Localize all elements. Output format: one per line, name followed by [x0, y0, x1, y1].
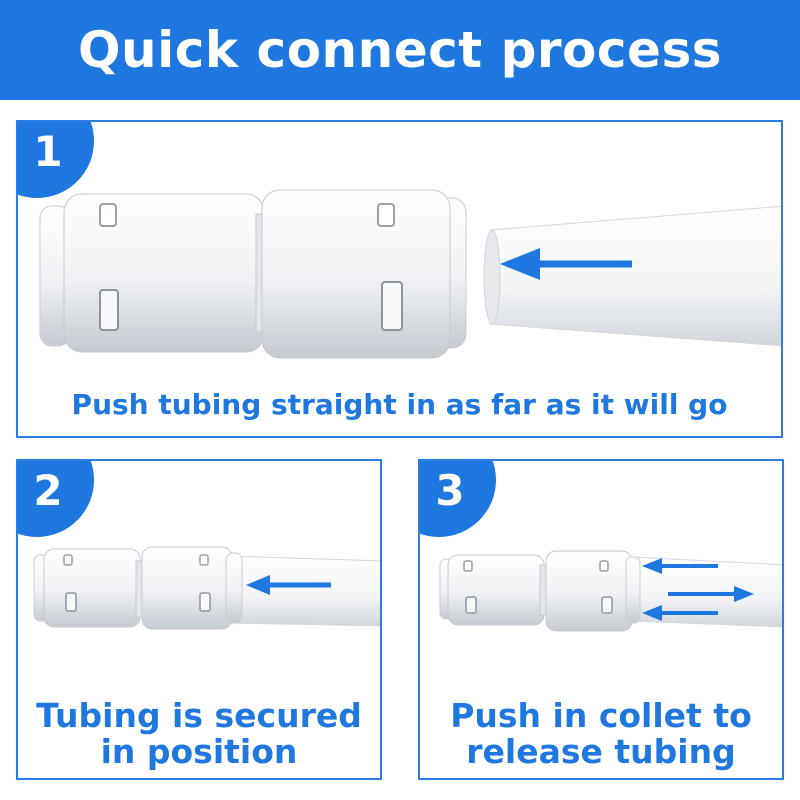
slot [381, 281, 403, 331]
step-2-number: 2 [33, 466, 63, 515]
slot [199, 592, 211, 612]
step-3-caption-line-1: Push in collet to [450, 696, 752, 735]
fitting-right-body [141, 546, 233, 630]
slot [465, 596, 477, 614]
page-title: Quick connect process [78, 21, 722, 79]
step-2-caption-line-2: in position [100, 732, 298, 771]
right-collet [225, 552, 243, 624]
release-arrow-head [734, 586, 754, 602]
fitting-right-body [261, 189, 451, 359]
slot [63, 554, 73, 566]
collet-push-arrow-top-head [642, 558, 662, 574]
step-2-caption: Tubing is secured in position [18, 698, 380, 770]
step-3-illustration [439, 550, 782, 632]
slot [377, 203, 395, 227]
step-1-panel: 1 Push tubing straight in as far as it w… [16, 120, 783, 438]
tubing-end [483, 229, 501, 325]
push-arrow-head [246, 575, 270, 595]
fitting-left-body [43, 548, 141, 628]
slot [65, 592, 77, 612]
fitting-left-body [63, 193, 265, 353]
slot [463, 560, 473, 572]
tubing [227, 555, 380, 627]
step-2-illustration [33, 546, 380, 630]
step-2-caption-line-1: Tubing is secured [36, 696, 362, 735]
fitting-left-body [447, 554, 545, 626]
step-3-number: 3 [435, 466, 465, 515]
right-collet [625, 556, 641, 624]
step-2-panel: 2 Tubing is secured in position [16, 459, 382, 780]
fitting-right-body [545, 550, 633, 632]
slot [601, 596, 613, 614]
slot [199, 554, 209, 566]
collet-push-arrow-bottom-head [642, 605, 662, 621]
step-3-caption-line-2: release tubing [466, 732, 736, 771]
slot [99, 203, 117, 227]
header-banner: Quick connect process [0, 0, 800, 100]
step-1-caption: Push tubing straight in as far as it wil… [71, 388, 728, 421]
slot [99, 289, 119, 331]
slot [599, 560, 609, 572]
step-1-illustration [39, 189, 781, 359]
push-arrow-head [500, 248, 540, 280]
step-3-caption: Push in collet to release tubing [420, 698, 782, 770]
step-3-panel: 3 Push in collet to release tubing [418, 459, 784, 780]
step-1-number: 1 [33, 127, 63, 176]
